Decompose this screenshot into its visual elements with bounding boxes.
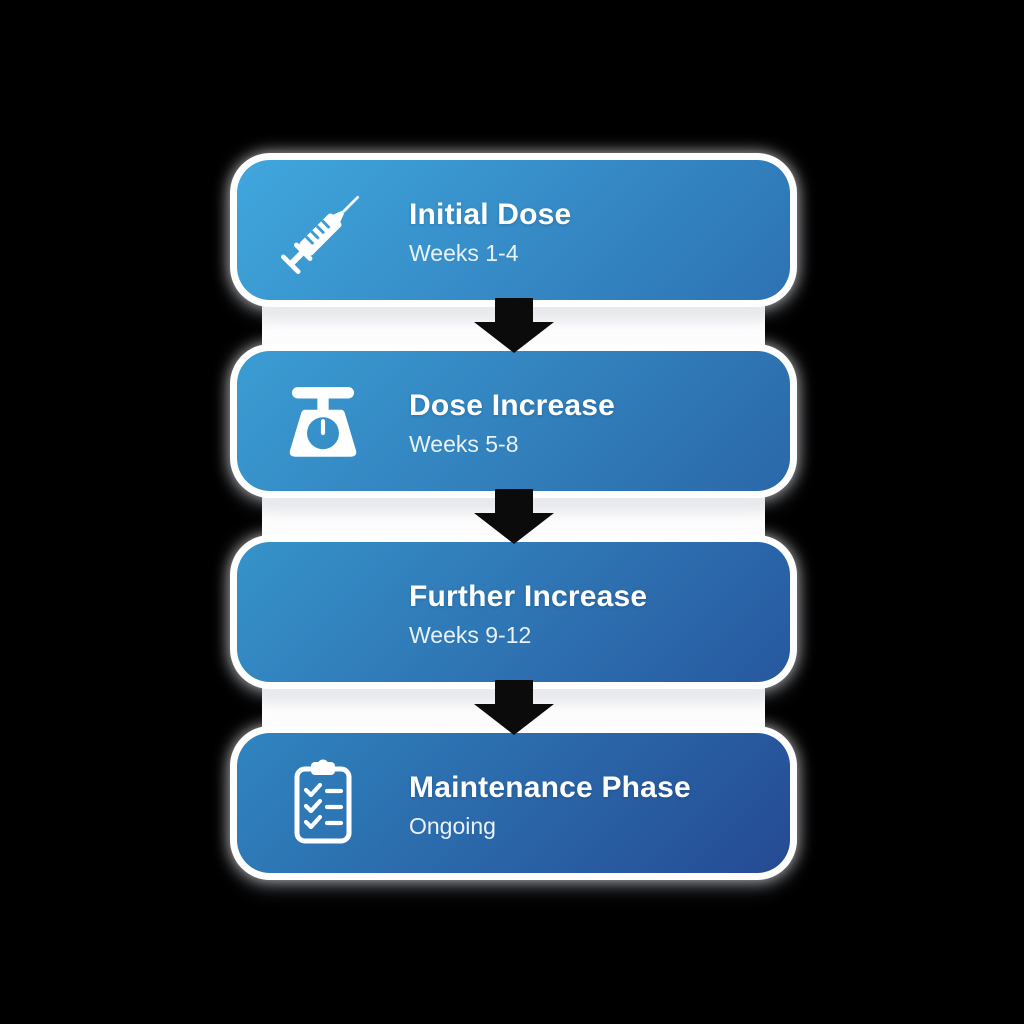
step-card-surface: Dose Increase Weeks 5-8 bbox=[237, 351, 790, 491]
step-icon-slot bbox=[237, 175, 409, 285]
flow-arrow bbox=[474, 489, 554, 544]
step-subtitle: Weeks 1-4 bbox=[409, 239, 519, 266]
step-text: Dose Increase Weeks 5-8 bbox=[409, 385, 615, 458]
flow-arrow bbox=[474, 680, 554, 735]
step-card-surface: Further Increase Weeks 9-12 bbox=[237, 542, 790, 682]
step-card-further-increase: Further Increase Weeks 9-12 bbox=[230, 535, 797, 689]
step-title: Maintenance Phase bbox=[409, 770, 691, 804]
step-text: Initial Dose Weeks 1-4 bbox=[409, 194, 571, 267]
step-icon-slot bbox=[237, 759, 409, 847]
step-text: Further Increase Weeks 9-12 bbox=[409, 576, 647, 649]
step-subtitle: Weeks 5-8 bbox=[409, 430, 519, 457]
step-title: Dose Increase bbox=[409, 388, 616, 422]
step-title: Further Increase bbox=[409, 579, 648, 613]
syringe-icon bbox=[274, 182, 373, 281]
step-card-maintenance-phase: Maintenance Phase Ongoing bbox=[230, 726, 797, 880]
scale-icon bbox=[276, 374, 370, 468]
step-icon-slot bbox=[237, 374, 409, 468]
step-card-surface: Initial Dose Weeks 1-4 bbox=[237, 160, 790, 300]
step-card-initial-dose: Initial Dose Weeks 1-4 bbox=[230, 153, 797, 307]
step-card-dose-increase: Dose Increase Weeks 5-8 bbox=[230, 344, 797, 498]
step-card-surface: Maintenance Phase Ongoing bbox=[237, 733, 790, 873]
step-title: Initial Dose bbox=[409, 197, 572, 231]
clipboard-checklist-icon bbox=[294, 759, 352, 844]
step-subtitle: Ongoing bbox=[409, 812, 496, 839]
step-text: Maintenance Phase Ongoing bbox=[409, 767, 691, 840]
flow-arrow bbox=[474, 298, 554, 353]
step-subtitle: Weeks 9-12 bbox=[409, 621, 532, 648]
